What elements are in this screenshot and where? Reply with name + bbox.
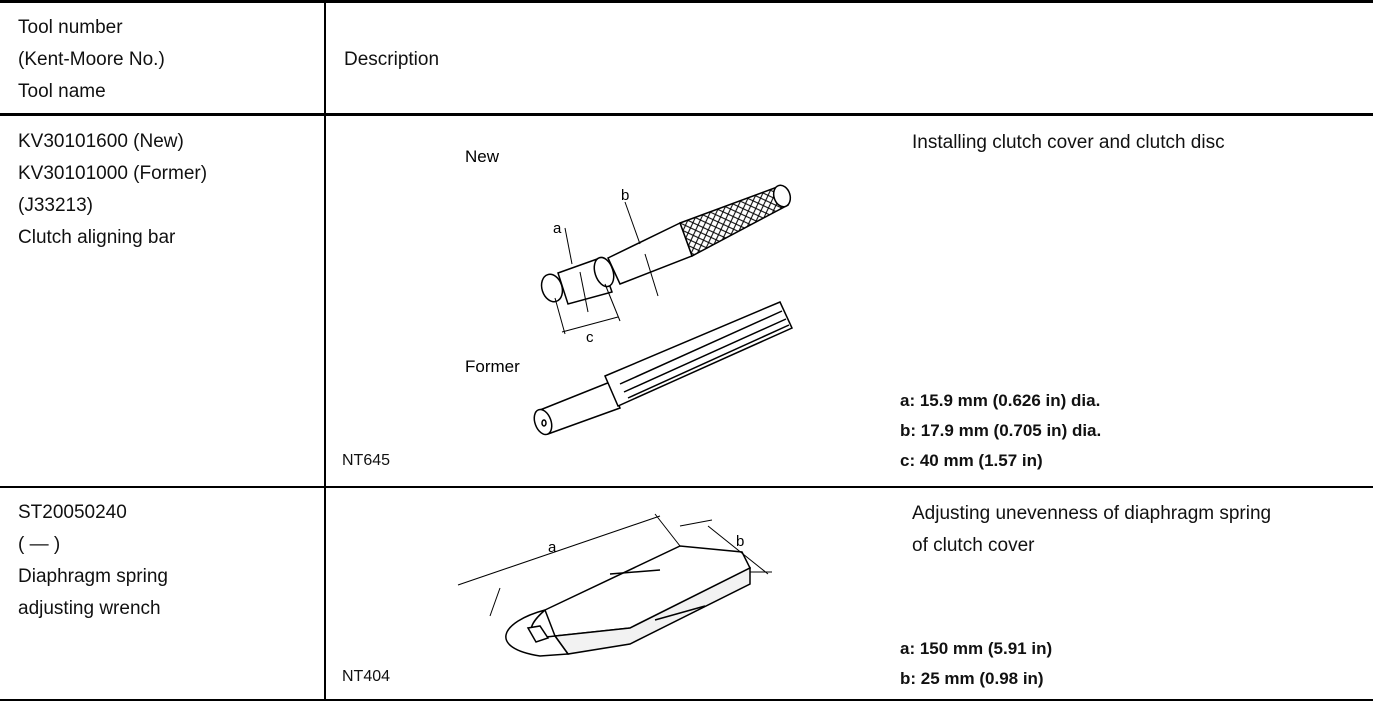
wrench-shape (505, 545, 752, 657)
row1-spec-a: a: 15.9 mm (0.626 in) dia. (900, 391, 1101, 410)
row2-kent-moore: ( — ) (18, 534, 61, 555)
new-bar-dimensions (554, 201, 659, 335)
column-divider (324, 0, 326, 701)
dim-label-c: c (586, 329, 594, 346)
row1-description: Installing clutch cover and clutch disc (912, 132, 1225, 153)
wrench-dim-label-b: b (736, 533, 744, 550)
row1-kent-moore: (J33213) (18, 195, 93, 216)
row1-tool-new: KV30101600 (New) (18, 131, 184, 152)
row2-tool-info: ST20050240 ( — ) Diaphragm spring adjust… (18, 497, 168, 625)
former-bar-shape (533, 301, 793, 436)
row1-tool-info: KV30101600 (New) KV30101000 (Former) (J3… (18, 126, 207, 254)
row-divider (0, 486, 1373, 488)
wrench-dim-label-a: a (548, 539, 557, 556)
row1-spec-c: c: 40 mm (1.57 in) (900, 451, 1043, 470)
row1-tool-former: KV30101000 (Former) (18, 163, 208, 184)
wrench-dimensions (457, 513, 772, 617)
row2-tool-number: ST20050240 (18, 502, 127, 523)
row2-spec-a: a: 150 mm (5.91 in) (900, 639, 1053, 658)
table-top-rule (0, 0, 1373, 3)
row2-specs: a: 150 mm (5.91 in) b: 25 mm (0.98 in) (900, 634, 1052, 694)
row1-tool-name: Clutch aligning bar (18, 227, 176, 248)
diaphragm-wrench-illustration: a b (457, 513, 772, 657)
row1-figure-id: NT645 (342, 452, 391, 469)
clutch-aligning-bar-illustration: New a b c Former (465, 147, 793, 436)
label-new: New (465, 147, 500, 166)
row1-specs: a: 15.9 mm (0.626 in) dia. b: 17.9 mm (0… (900, 386, 1101, 476)
dim-label-b: b (621, 187, 629, 204)
row2-tool-name-1: Diaphragm spring (18, 566, 168, 587)
row2-description-line2: of clutch cover (912, 535, 1035, 556)
header-tool-number: Tool number (18, 17, 123, 38)
header-description: Description (344, 49, 440, 70)
label-former: Former (465, 357, 520, 376)
table-bottom-rule (0, 699, 1373, 701)
row2-spec-b: b: 25 mm (0.98 in) (900, 669, 1044, 688)
header-bottom-rule (0, 113, 1373, 116)
row1-spec-b: b: 17.9 mm (0.705 in) dia. (900, 421, 1102, 440)
header-kent-moore: (Kent-Moore No.) (18, 49, 165, 70)
row2-tool-name-2: adjusting wrench (18, 598, 161, 619)
row2-description-line1: Adjusting unevenness of diaphragm spring (912, 503, 1272, 524)
header-tool-name: Tool name (18, 81, 106, 102)
new-bar-shape (540, 184, 792, 305)
dim-label-a: a (553, 220, 562, 237)
header-tool-column: Tool number (Kent-Moore No.) Tool name (18, 12, 165, 108)
row2-figure-id: NT404 (342, 668, 391, 685)
row2-description: Adjusting unevenness of diaphragm spring… (912, 498, 1271, 562)
